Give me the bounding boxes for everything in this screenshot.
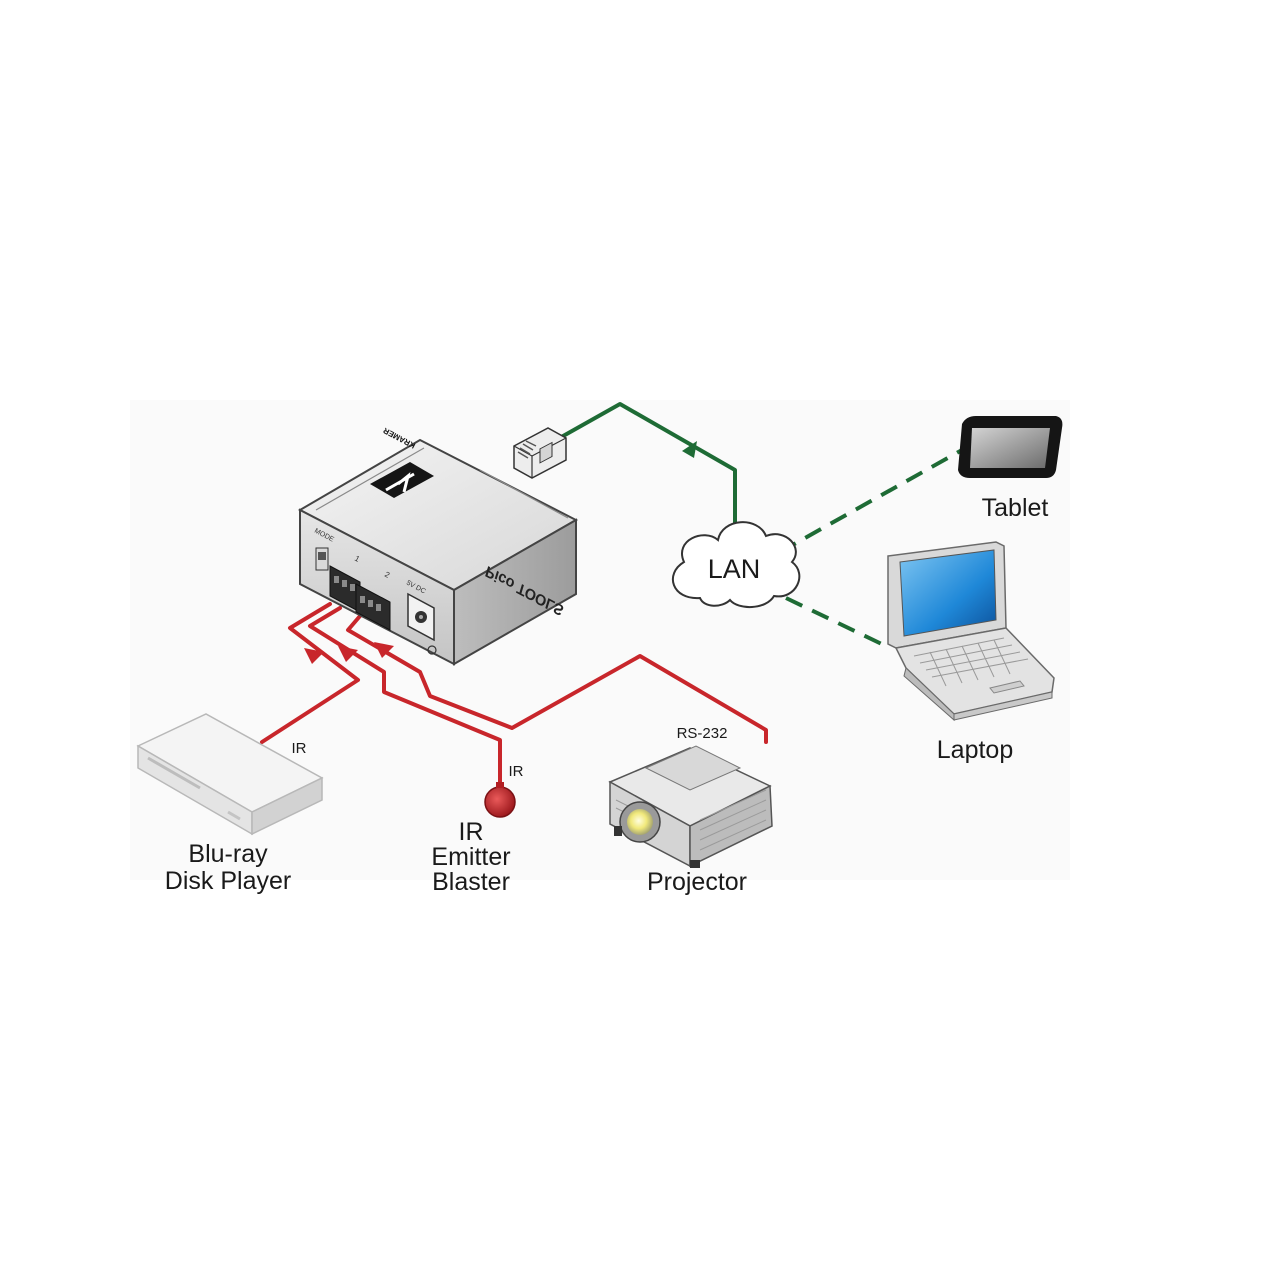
wireless-link-tablet	[779, 448, 963, 554]
cable-arrow-2-icon	[338, 646, 358, 662]
ir-link-label-emitter: IR	[509, 763, 524, 780]
wireless-link-laptop	[785, 596, 891, 650]
lan-cable	[555, 402, 737, 528]
device-port-1: 1	[353, 554, 362, 564]
bluray-label-line-1: Blu-ray	[188, 840, 268, 868]
device-port-2: 2	[383, 570, 392, 580]
lan-arrow-icon	[682, 441, 697, 458]
cable-arrow-1-icon	[304, 648, 324, 664]
cable-arrow-3-icon	[374, 642, 394, 658]
ir-emitter-icon	[484, 782, 516, 818]
ir-emitter-label-line-1: IR	[459, 818, 484, 846]
ir-link-label-bluray: IR	[292, 740, 307, 757]
ir-rs232-cables	[260, 602, 768, 786]
kramer-logo-icon	[370, 462, 434, 498]
lan-cloud-icon	[672, 521, 801, 608]
projector-icon	[608, 745, 773, 868]
rj45-connector-icon	[513, 427, 567, 479]
bluray-label-line-2: Disk Player	[165, 867, 291, 895]
laptop-icon	[887, 541, 1055, 722]
ir-emitter-label-line-3: Blaster	[432, 868, 510, 896]
lan-label: LAN	[708, 554, 761, 584]
bluray-player-icon	[136, 713, 324, 836]
tablet-icon	[958, 416, 1063, 478]
projector-label: Projector	[647, 868, 747, 896]
tablet-label: Tablet	[982, 494, 1049, 522]
pico-tools-device: KRAMER Pico TOOLS MODE 1 2 5V DC	[297, 426, 579, 666]
laptop-label: Laptop	[937, 736, 1013, 764]
rs232-link-label: RS-232	[677, 725, 728, 742]
ir-emitter-label-line-2: Emitter	[431, 843, 510, 871]
